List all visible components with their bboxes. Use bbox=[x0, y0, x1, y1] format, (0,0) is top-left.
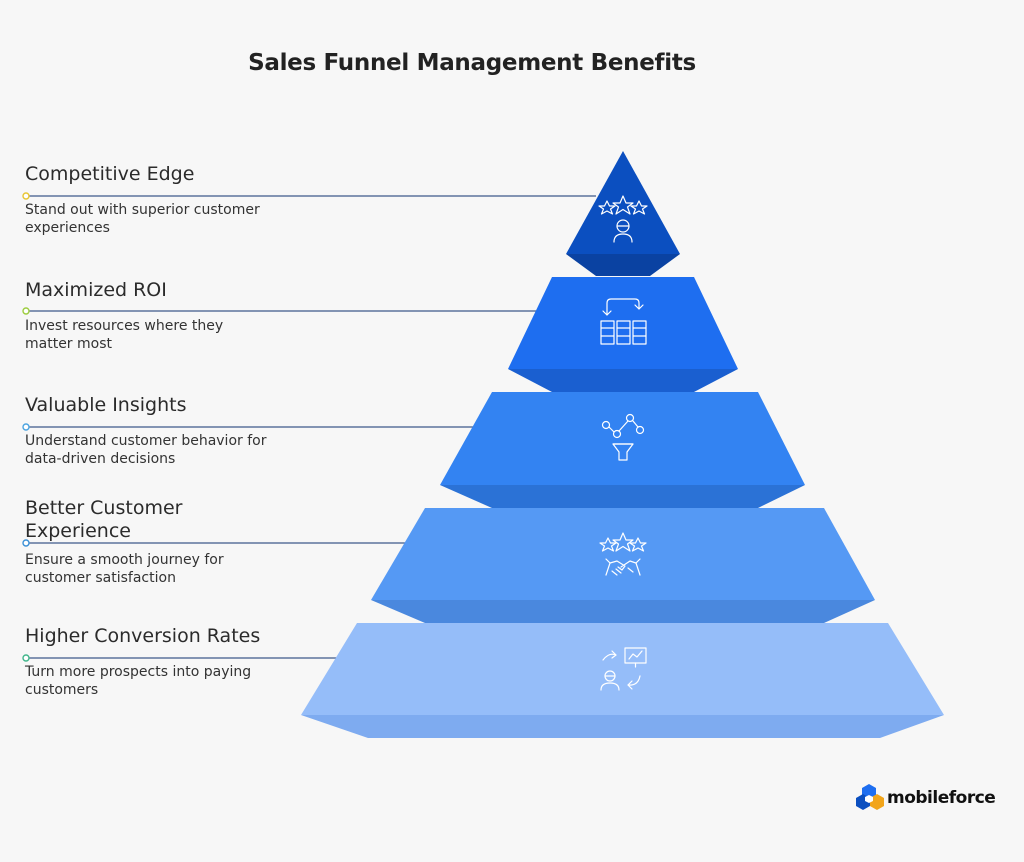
tier-competitive-edge bbox=[566, 151, 680, 276]
page-title: Sales Funnel Management Benefits bbox=[248, 50, 696, 76]
tier-title: Maximized ROI bbox=[25, 279, 167, 301]
person-presentation-icon bbox=[600, 647, 647, 691]
tier-better-customer-experience bbox=[371, 508, 875, 623]
mobileforce-logo bbox=[856, 784, 884, 810]
tier-higher-conversion-rates bbox=[301, 623, 944, 738]
connector-dot-5 bbox=[22, 654, 30, 662]
brand-name: mobileforce bbox=[887, 788, 996, 808]
tier-description: Invest resources where they matter most bbox=[25, 318, 224, 352]
tier-label-maximized-roi: Maximized ROI Invest resources where the… bbox=[25, 279, 305, 353]
data-funnel-icon bbox=[601, 413, 645, 461]
stars-person-icon bbox=[598, 195, 648, 243]
tier-title: Valuable Insights bbox=[25, 394, 187, 416]
tier-title: Higher Conversion Rates bbox=[25, 625, 261, 647]
tier-title: Better Customer Experience bbox=[25, 497, 183, 542]
tier-description: Turn more prospects into paying customer… bbox=[25, 664, 252, 698]
connector-dot-2 bbox=[22, 307, 30, 315]
tier-label-valuable-insights: Valuable Insights Understand customer be… bbox=[25, 394, 305, 468]
tier-label-competitive-edge: Competitive Edge Stand out with superior… bbox=[25, 163, 305, 237]
connector-dot-1 bbox=[22, 192, 30, 200]
tier-label-higher-conversion-rates: Higher Conversion Rates Turn more prospe… bbox=[25, 625, 305, 699]
connector-dot-3 bbox=[22, 423, 30, 431]
tier-maximized-roi bbox=[508, 277, 738, 392]
tier-label-better-customer-experience: Better Customer Experience Ensure a smoo… bbox=[25, 497, 225, 587]
stars-handshake-icon bbox=[599, 532, 647, 576]
budget-allocation-icon bbox=[600, 298, 647, 345]
connector-dot-4 bbox=[22, 539, 30, 547]
tier-valuable-insights bbox=[440, 392, 805, 508]
tier-title: Competitive Edge bbox=[25, 163, 195, 185]
tier-description: Understand customer behavior for data-dr… bbox=[25, 433, 267, 467]
tier-description: Stand out with superior customer experie… bbox=[25, 202, 260, 236]
tier-description: Ensure a smooth journey for customer sat… bbox=[25, 552, 224, 586]
